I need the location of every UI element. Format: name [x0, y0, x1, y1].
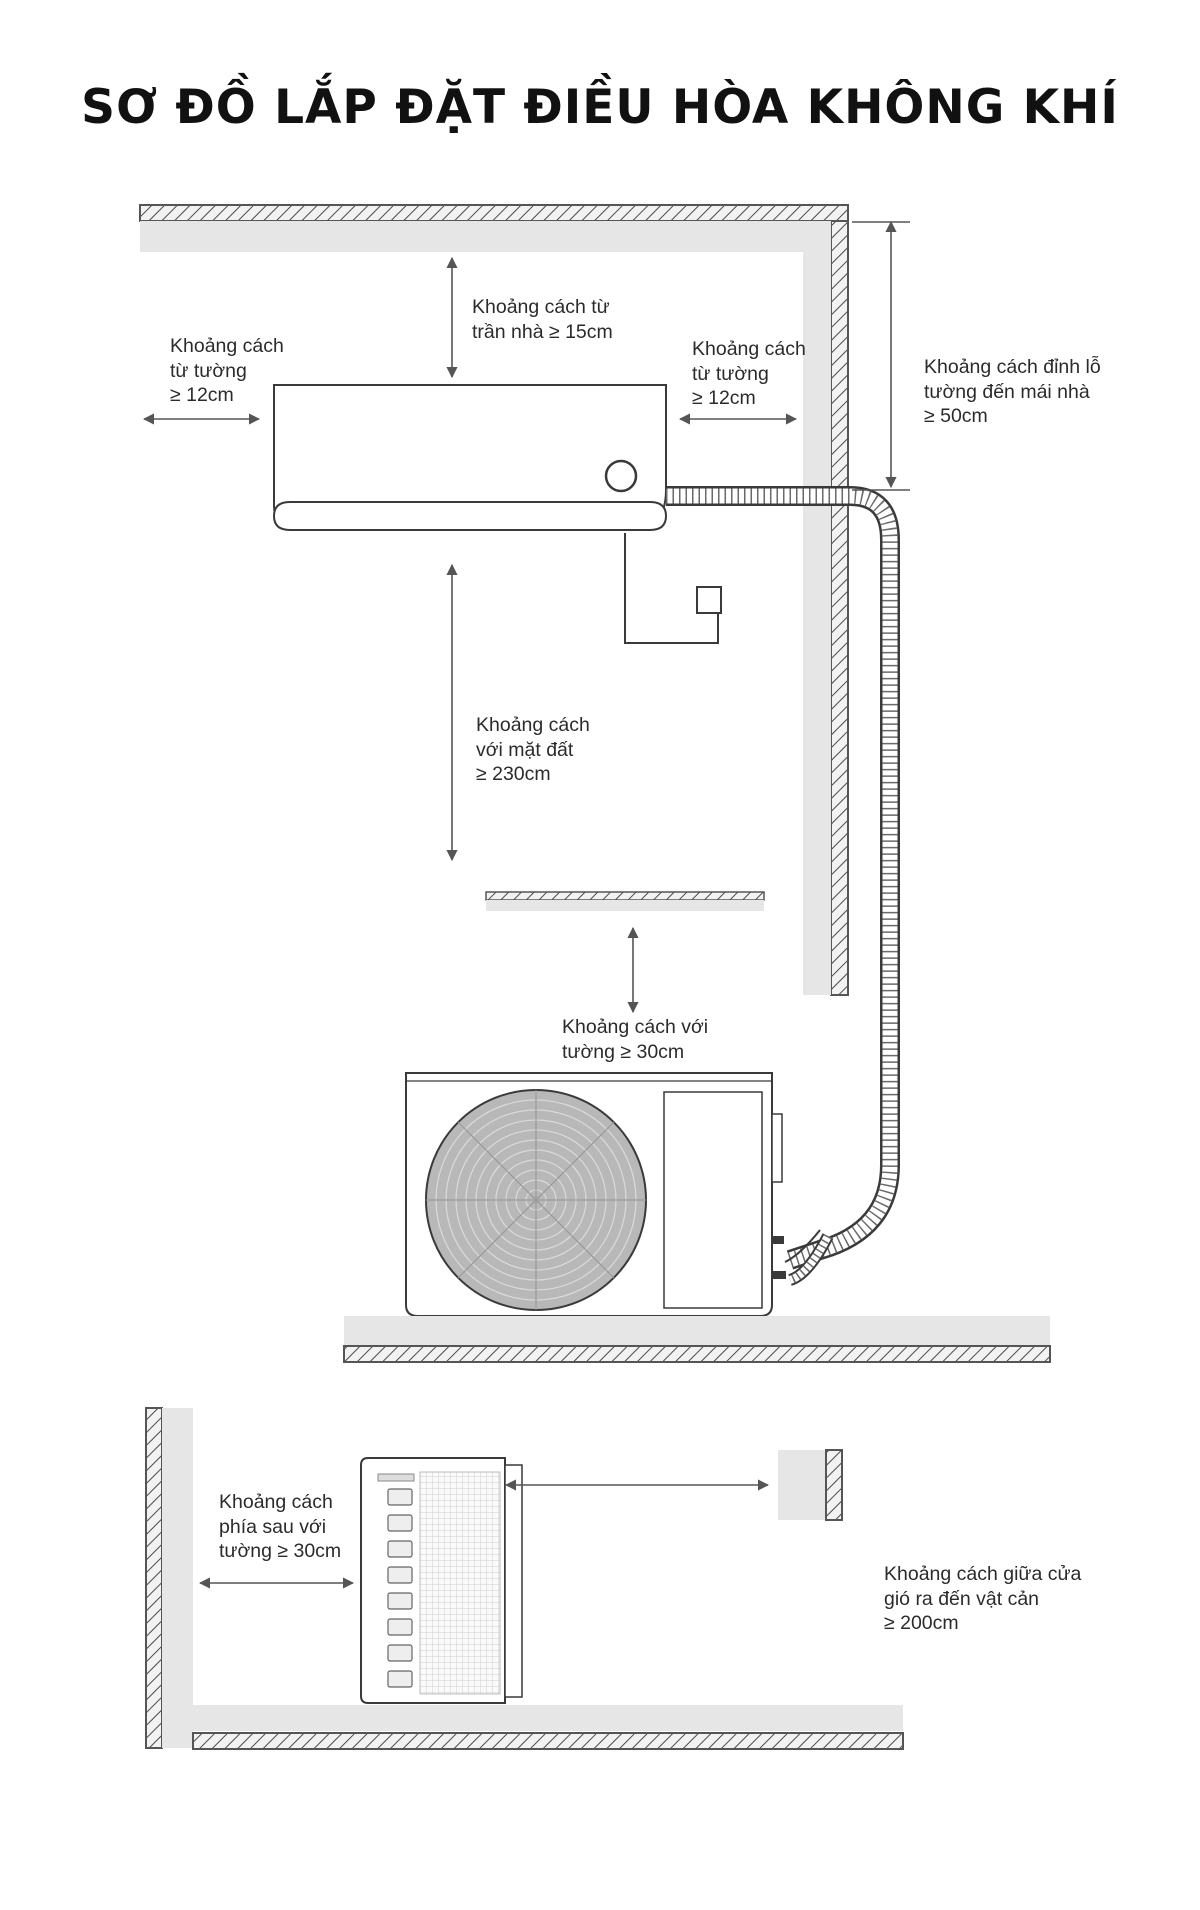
ceiling-wall [139, 204, 849, 252]
refrigerant-pipe [666, 486, 900, 1286]
power-socket [624, 533, 722, 644]
obstacle-wall-small [485, 891, 765, 911]
right-wall [803, 220, 849, 996]
indoor-unit [272, 384, 668, 531]
outdoor-unit-side [360, 1457, 523, 1704]
rear-wall [145, 1407, 193, 1749]
ground-slab [343, 1316, 1051, 1363]
diagram-title: SƠ ĐỒ LẮP ĐẶT ĐIỀU HÒA KHÔNG KHÍ [81, 80, 1119, 135]
obstacle [778, 1449, 843, 1521]
dim-arrows-indoor [142, 220, 910, 1014]
dim-arrows-outdoor [198, 1479, 770, 1589]
indoor-unit-indicator-icon [604, 459, 638, 493]
outdoor-unit-front [405, 1072, 783, 1317]
bottom-floor [192, 1705, 904, 1750]
